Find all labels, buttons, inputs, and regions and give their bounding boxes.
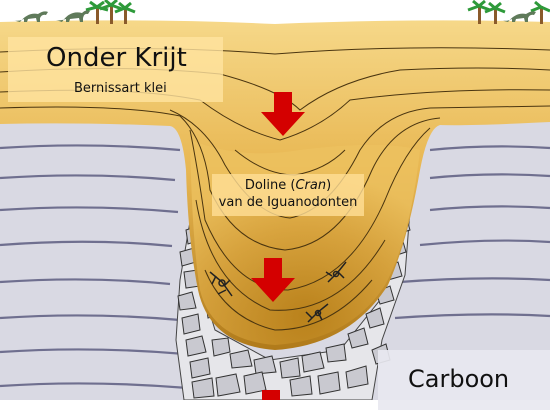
onder-krijt-label: Onder Krijt: [46, 43, 187, 73]
dinosaur-icon: [500, 11, 536, 22]
cran-label: Cran: [295, 178, 327, 193]
doline-label-line2: van de Iguanodonten: [218, 195, 358, 210]
down-arrow-icon: [262, 390, 280, 400]
down-arrow-icon: [261, 92, 305, 136]
palm-tree-icon: [530, 0, 550, 24]
palm-tree-icon: [467, 0, 491, 24]
fossil-icon: [305, 303, 329, 323]
down-arrow-icon: [251, 258, 295, 302]
fossil-icon: [325, 261, 347, 283]
carboon-strata: [0, 144, 550, 390]
palm-tree-icon: [484, 1, 506, 24]
fossil-icon: [209, 271, 233, 297]
dinosaur-icon: [12, 11, 48, 22]
doline-label-box: Doline (Cran) van de Iguanodonten: [212, 174, 364, 216]
palm-tree-icon: [99, 0, 123, 24]
doline-label-line1: Doline (Cran): [244, 178, 332, 193]
dinosaur-icon: [56, 10, 90, 22]
carboon-label: Carboon: [408, 365, 510, 393]
carboon-label-box: Carboon: [378, 350, 550, 410]
palm-tree-icon: [114, 1, 136, 24]
onder-krijt-label-box: Onder Krijt Bernissart klei: [8, 37, 223, 102]
bernissart-klei-label: Bernissart klei: [74, 81, 167, 96]
